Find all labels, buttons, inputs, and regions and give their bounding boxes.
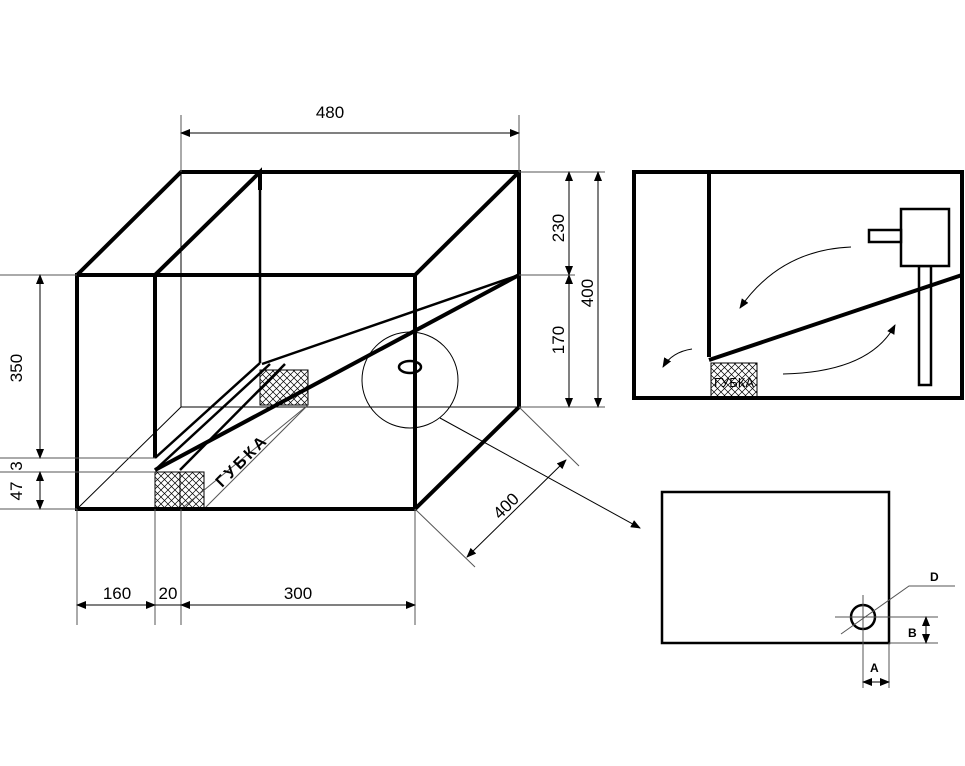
dim-480: 480 [316,103,344,122]
dim-170: 170 [549,326,568,354]
detail-view: D B A [660,490,955,688]
side-view: ГУБКА [632,170,964,400]
dim-230: 230 [549,214,568,242]
flow-arrow-down [739,246,852,309]
pump-tube [917,264,933,387]
flow-arrow-up [782,324,896,375]
pump-nozzle [867,228,903,244]
sponge-label: ГУБКА [213,432,272,491]
label-b: B [908,626,917,640]
detail-plate [660,490,891,645]
isometric-view: ГУБКА 480 230 170 400 350 3 47 160 [0,103,641,625]
baffle [153,167,262,458]
dim-160: 160 [103,584,131,603]
dim-47: 47 [7,482,26,501]
slanted-plate [154,273,520,472]
front-face [75,273,417,511]
dim-300: 300 [284,584,312,603]
dim-400-depth: 400 [489,489,522,522]
flow-arrow-left [662,348,693,368]
side-plate [708,273,963,362]
dim-3: 3 [7,461,26,470]
dim-20: 20 [159,584,178,603]
side-sponge-label: ГУБКА [714,375,754,390]
detail-circle [361,331,459,429]
dim-350: 350 [7,354,26,382]
side-outline [632,170,964,400]
label-a: A [870,661,879,675]
label-d: D [930,570,939,584]
dim-400-height: 400 [578,279,597,307]
hole [397,359,423,375]
pump-body [899,207,951,268]
detail-arrow [439,417,641,529]
